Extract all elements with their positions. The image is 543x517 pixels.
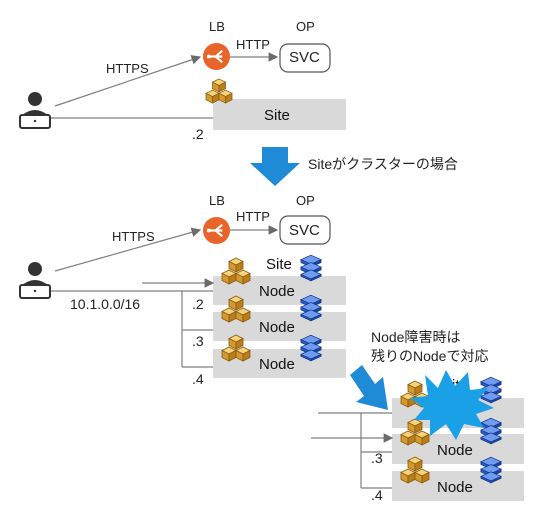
middle-node-label-1: Node — [259, 283, 295, 300]
failure-arrow-icon — [350, 365, 388, 410]
middle-section — [19, 215, 346, 378]
top-lb-label: LB — [209, 19, 225, 34]
failure-caption-line1: Node障害時は — [371, 329, 461, 345]
transition-down-arrow-icon — [250, 147, 300, 186]
top-site-server-icon — [205, 78, 233, 104]
failure-site-server-icon-2 — [480, 417, 502, 445]
failure-node-ip-1: .3 — [371, 450, 383, 466]
failure-node-label-1: Node — [437, 442, 473, 459]
middle-lb-label: LB — [209, 193, 225, 208]
middle-site-label: Site — [266, 256, 292, 273]
middle-node-ip-1: .2 — [192, 296, 204, 312]
middle-node-label-2: Node — [259, 319, 295, 336]
failure-caption-line2: 残りのNodeで対応 — [371, 348, 489, 364]
failure-site-server-icon-3 — [480, 456, 502, 484]
top-ip-label: .2 — [192, 126, 204, 142]
failure-site-server-icon-1 — [480, 376, 502, 404]
failure-node1-server-icon — [400, 380, 430, 408]
middle-op-label: OP — [296, 193, 315, 208]
top-svc-box — [279, 43, 331, 73]
middle-node-label-3: Node — [259, 356, 295, 373]
top-https-line — [54, 55, 202, 107]
middle-subnet-label: 10.1.0.0/16 — [70, 296, 141, 312]
middle-svc-box — [279, 215, 331, 245]
top-site-label: Site — [264, 107, 290, 124]
transition-caption: Siteがクラスターの場合 — [308, 156, 458, 172]
top-op-label: OP — [296, 19, 315, 34]
top-svc-label: SVC — [289, 49, 320, 66]
middle-https-label: HTTPS — [112, 229, 155, 244]
failure-node-label-2: Node — [437, 479, 473, 496]
middle-site-server-icon-1 — [300, 254, 322, 282]
middle-svc-label: SVC — [289, 222, 320, 239]
middle-site-server-icon-3 — [300, 334, 322, 362]
failure-section — [311, 365, 524, 501]
failure-site-label: Site — [442, 377, 468, 394]
middle-site-server-icon-2 — [300, 294, 322, 322]
top-site-box — [213, 99, 346, 130]
top-user-icon — [19, 91, 51, 129]
middle-lb-icon — [202, 216, 231, 245]
top-https-label: HTTPS — [106, 61, 149, 76]
middle-node-ip-3: .4 — [192, 371, 204, 387]
middle-user-icon — [19, 261, 51, 299]
middle-node-ip-2: .3 — [192, 333, 204, 349]
top-lb-icon — [202, 42, 231, 71]
top-section — [19, 42, 346, 130]
failure-node-ip-2: .4 — [371, 487, 383, 503]
middle-http-label: HTTP — [236, 209, 270, 224]
middle-https-line — [54, 227, 202, 272]
top-http-label: HTTP — [236, 37, 270, 52]
middle-node1-server-icon — [221, 257, 251, 285]
